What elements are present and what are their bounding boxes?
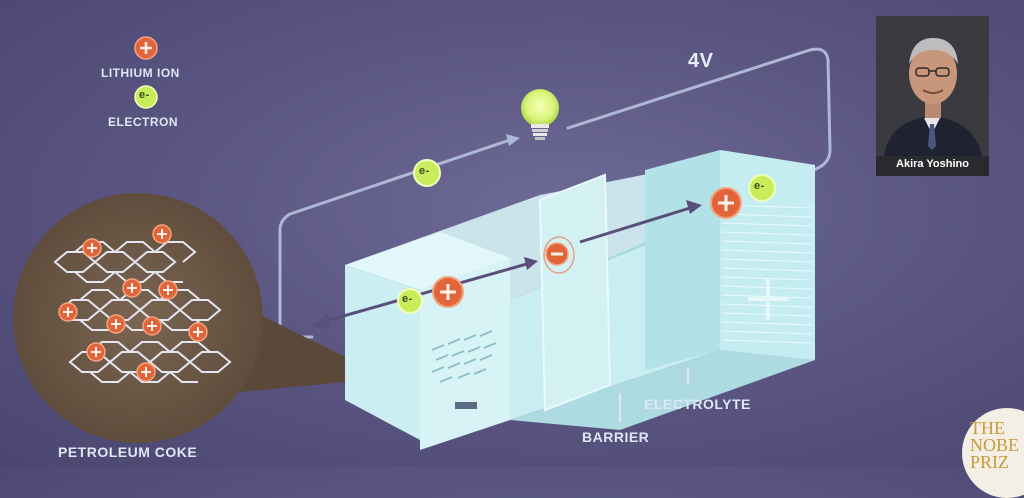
electron-cathode <box>748 174 776 202</box>
nobel-prize-logo: THE NOBE PRIZ <box>962 408 1024 498</box>
flow-arrows <box>321 206 691 324</box>
lithium-ions-in-coke <box>58 224 208 382</box>
arrowhead-mid <box>524 257 538 270</box>
voltage-label: 4V <box>688 50 714 72</box>
circuit-electron-symbol: e- <box>419 165 430 177</box>
legend-electron-label: ELECTRON <box>108 115 178 129</box>
lithium-ion-marker <box>432 276 464 308</box>
positive-terminal-icon <box>748 278 788 320</box>
logo-line-1: THE <box>970 418 1005 438</box>
lithium-ion-cathode <box>710 187 742 219</box>
electrolyte-label: ELECTROLYTE <box>644 396 751 412</box>
portrait-photo: Akira Yoshino <box>876 16 989 176</box>
legend-electron-icon <box>134 85 158 109</box>
negative-terminal-icon <box>455 402 477 409</box>
cathode-electron-symbol: e- <box>754 180 765 192</box>
arrowhead-left <box>312 314 330 330</box>
logo-line-3: PRIZ <box>970 452 1010 472</box>
battery-diagram <box>13 36 832 450</box>
lithium-ion-in-barrier <box>543 236 575 274</box>
lightbulb-icon <box>521 89 559 140</box>
legend-lithium-ion-label: LITHIUM ION <box>101 66 180 80</box>
electron-marker <box>397 288 423 314</box>
slide: e- e- e- e- LITHIUM ION ELECTRON 4V PETR… <box>13 16 1024 498</box>
negative-electrode <box>345 232 510 450</box>
barrier-membrane <box>538 173 612 412</box>
coke-flakes <box>431 330 497 383</box>
legend-ion-icon <box>134 36 158 60</box>
person-silhouette-icon <box>876 16 989 156</box>
legend-electron-symbol: e- <box>139 89 150 101</box>
arrowhead-right <box>686 200 702 214</box>
battery-cell <box>345 150 815 450</box>
circuit-arrow <box>506 134 520 146</box>
electron-circuit <box>413 159 441 187</box>
logo-line-2: NOBE <box>970 435 1019 455</box>
petroleum-coke-label: PETROLEUM COKE <box>58 444 198 460</box>
cell-electron-symbol: e- <box>402 293 413 305</box>
portrait-caption: Akira Yoshino <box>896 158 969 170</box>
positive-electrode <box>645 150 815 370</box>
barrier-label: BARRIER <box>582 429 650 445</box>
